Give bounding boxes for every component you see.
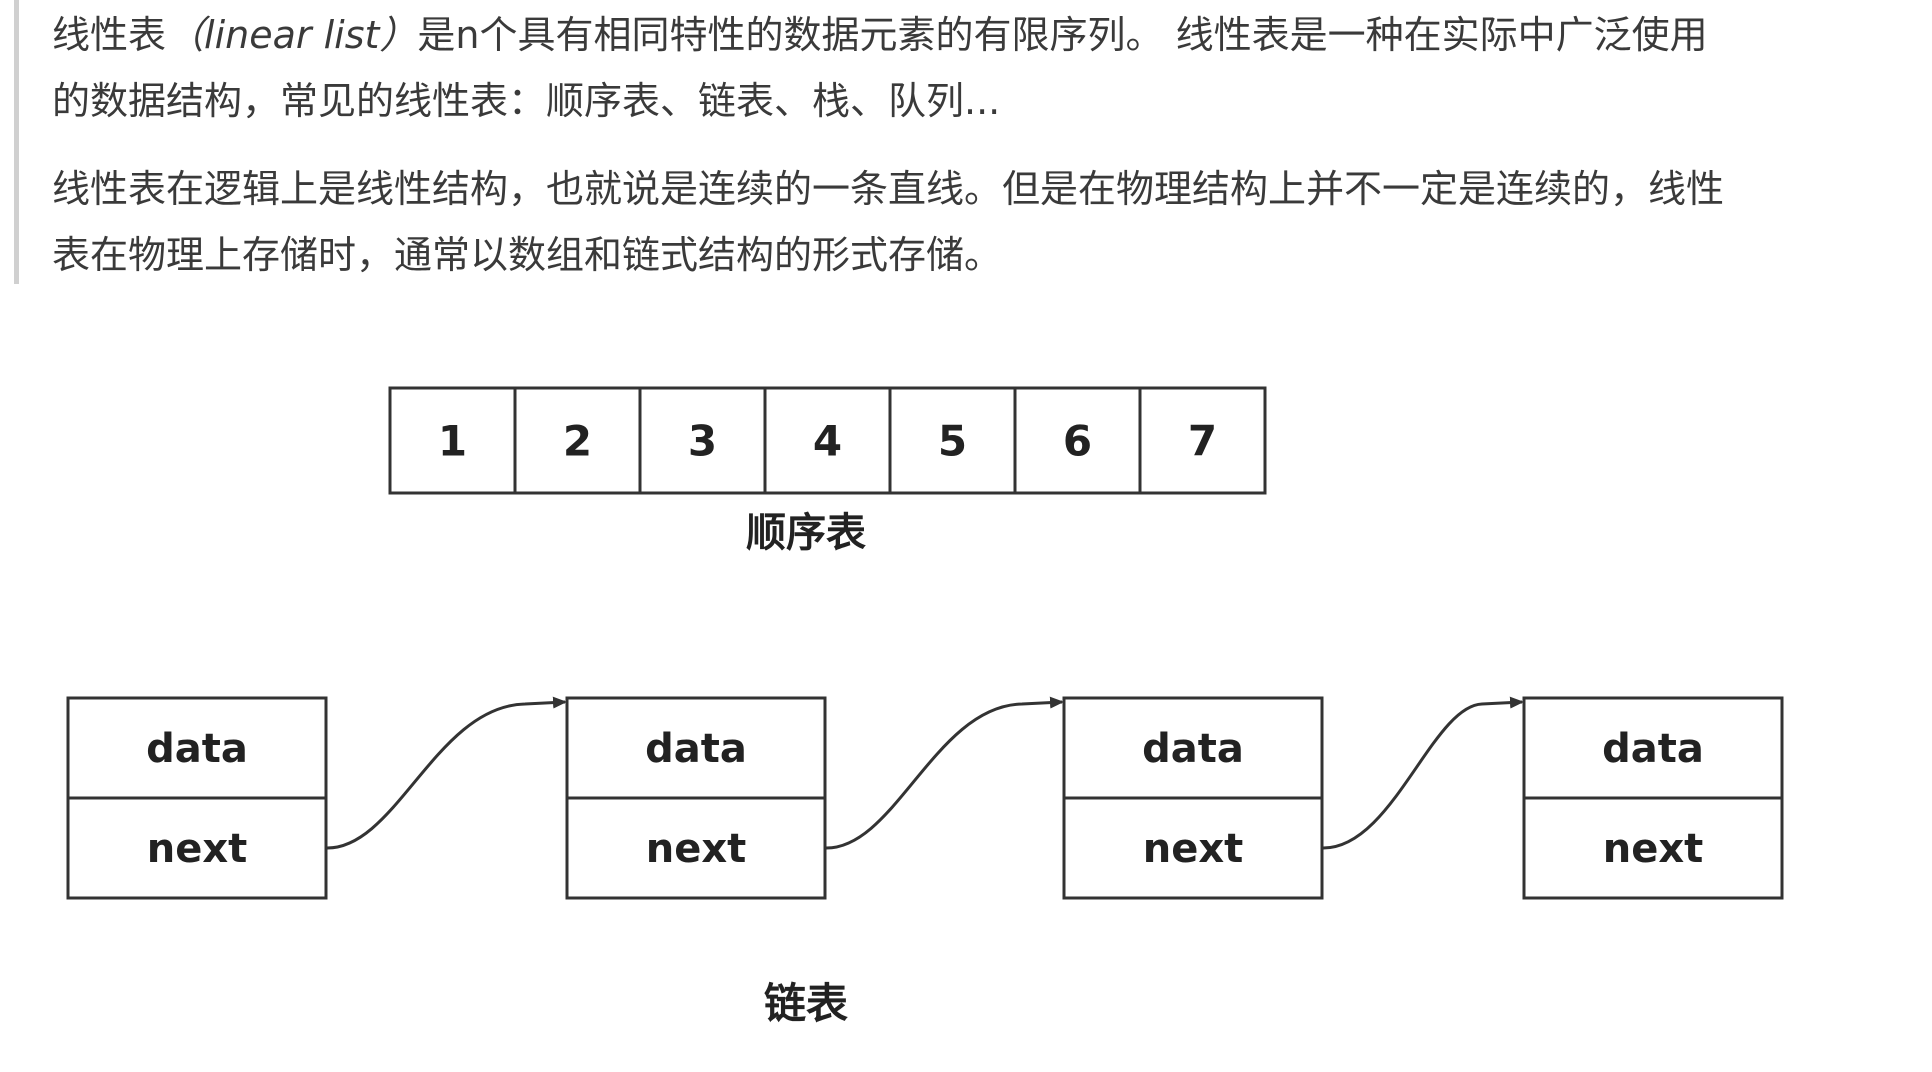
paragraph-structure: 线性表在逻辑上是线性结构，也就说是连续的一条直线。但是在物理结构上并不一定是连续… (52, 156, 1842, 288)
paragraph-intro-line1: 是n个具有相同特性的数据元素的有限序列。 线性表是一种在实际中广泛使用 (417, 13, 1708, 57)
paragraph-structure-line2: 表在物理上存储时，通常以数组和链式结构的形式存储。 (52, 233, 1003, 277)
paragraph-intro: 线性表（linear list）是n个具有相同特性的数据元素的有限序列。 线性表… (52, 2, 1842, 134)
paragraph-intro-line2: 的数据结构，常见的线性表：顺序表、链表、栈、队列... (52, 79, 1001, 123)
node-data-field: data (146, 726, 248, 772)
linked-list-node: data next (1062, 696, 1324, 900)
blockquote-bar (14, 0, 1914, 284)
sequential-list-cell: 2 (563, 417, 592, 466)
linked-list-node: data next (565, 696, 827, 900)
sequential-list-cell: 4 (813, 417, 842, 466)
sequential-list-frame (388, 386, 1267, 495)
node-next-field: next (646, 826, 747, 872)
term-english: （linear list） (166, 13, 418, 57)
linked-list-caption: 链表 (764, 979, 848, 1028)
linked-list-node: data next (66, 696, 328, 900)
linked-list-node: data next (1522, 696, 1784, 900)
node-data-field: data (1602, 726, 1704, 772)
sequential-list-cell: 7 (1188, 417, 1217, 466)
next-pointer-arrow (325, 696, 567, 850)
sequential-list-caption: 顺序表 (746, 510, 866, 556)
sequential-list: 1 2 3 4 5 6 7 (388, 386, 1267, 495)
node-next-field: next (147, 826, 248, 872)
next-pointer-arrow (824, 696, 1064, 850)
sequential-list-cell: 1 (438, 417, 467, 466)
sequential-list-cell: 5 (938, 417, 967, 466)
node-next-field: next (1143, 826, 1244, 872)
term-linear-list: 线性表 (52, 13, 167, 57)
node-data-field: data (645, 726, 747, 772)
node-data-field: data (1142, 726, 1244, 772)
next-pointer-arrow (1321, 696, 1524, 850)
linked-list: data next data next data next data next (66, 696, 1784, 900)
sequential-list-cell: 3 (688, 417, 717, 466)
paragraph-structure-line1: 线性表在逻辑上是线性结构，也就说是连续的一条直线。但是在物理结构上并不一定是连续… (52, 167, 1725, 211)
node-next-field: next (1603, 826, 1704, 872)
sequential-list-cell: 6 (1063, 417, 1092, 466)
